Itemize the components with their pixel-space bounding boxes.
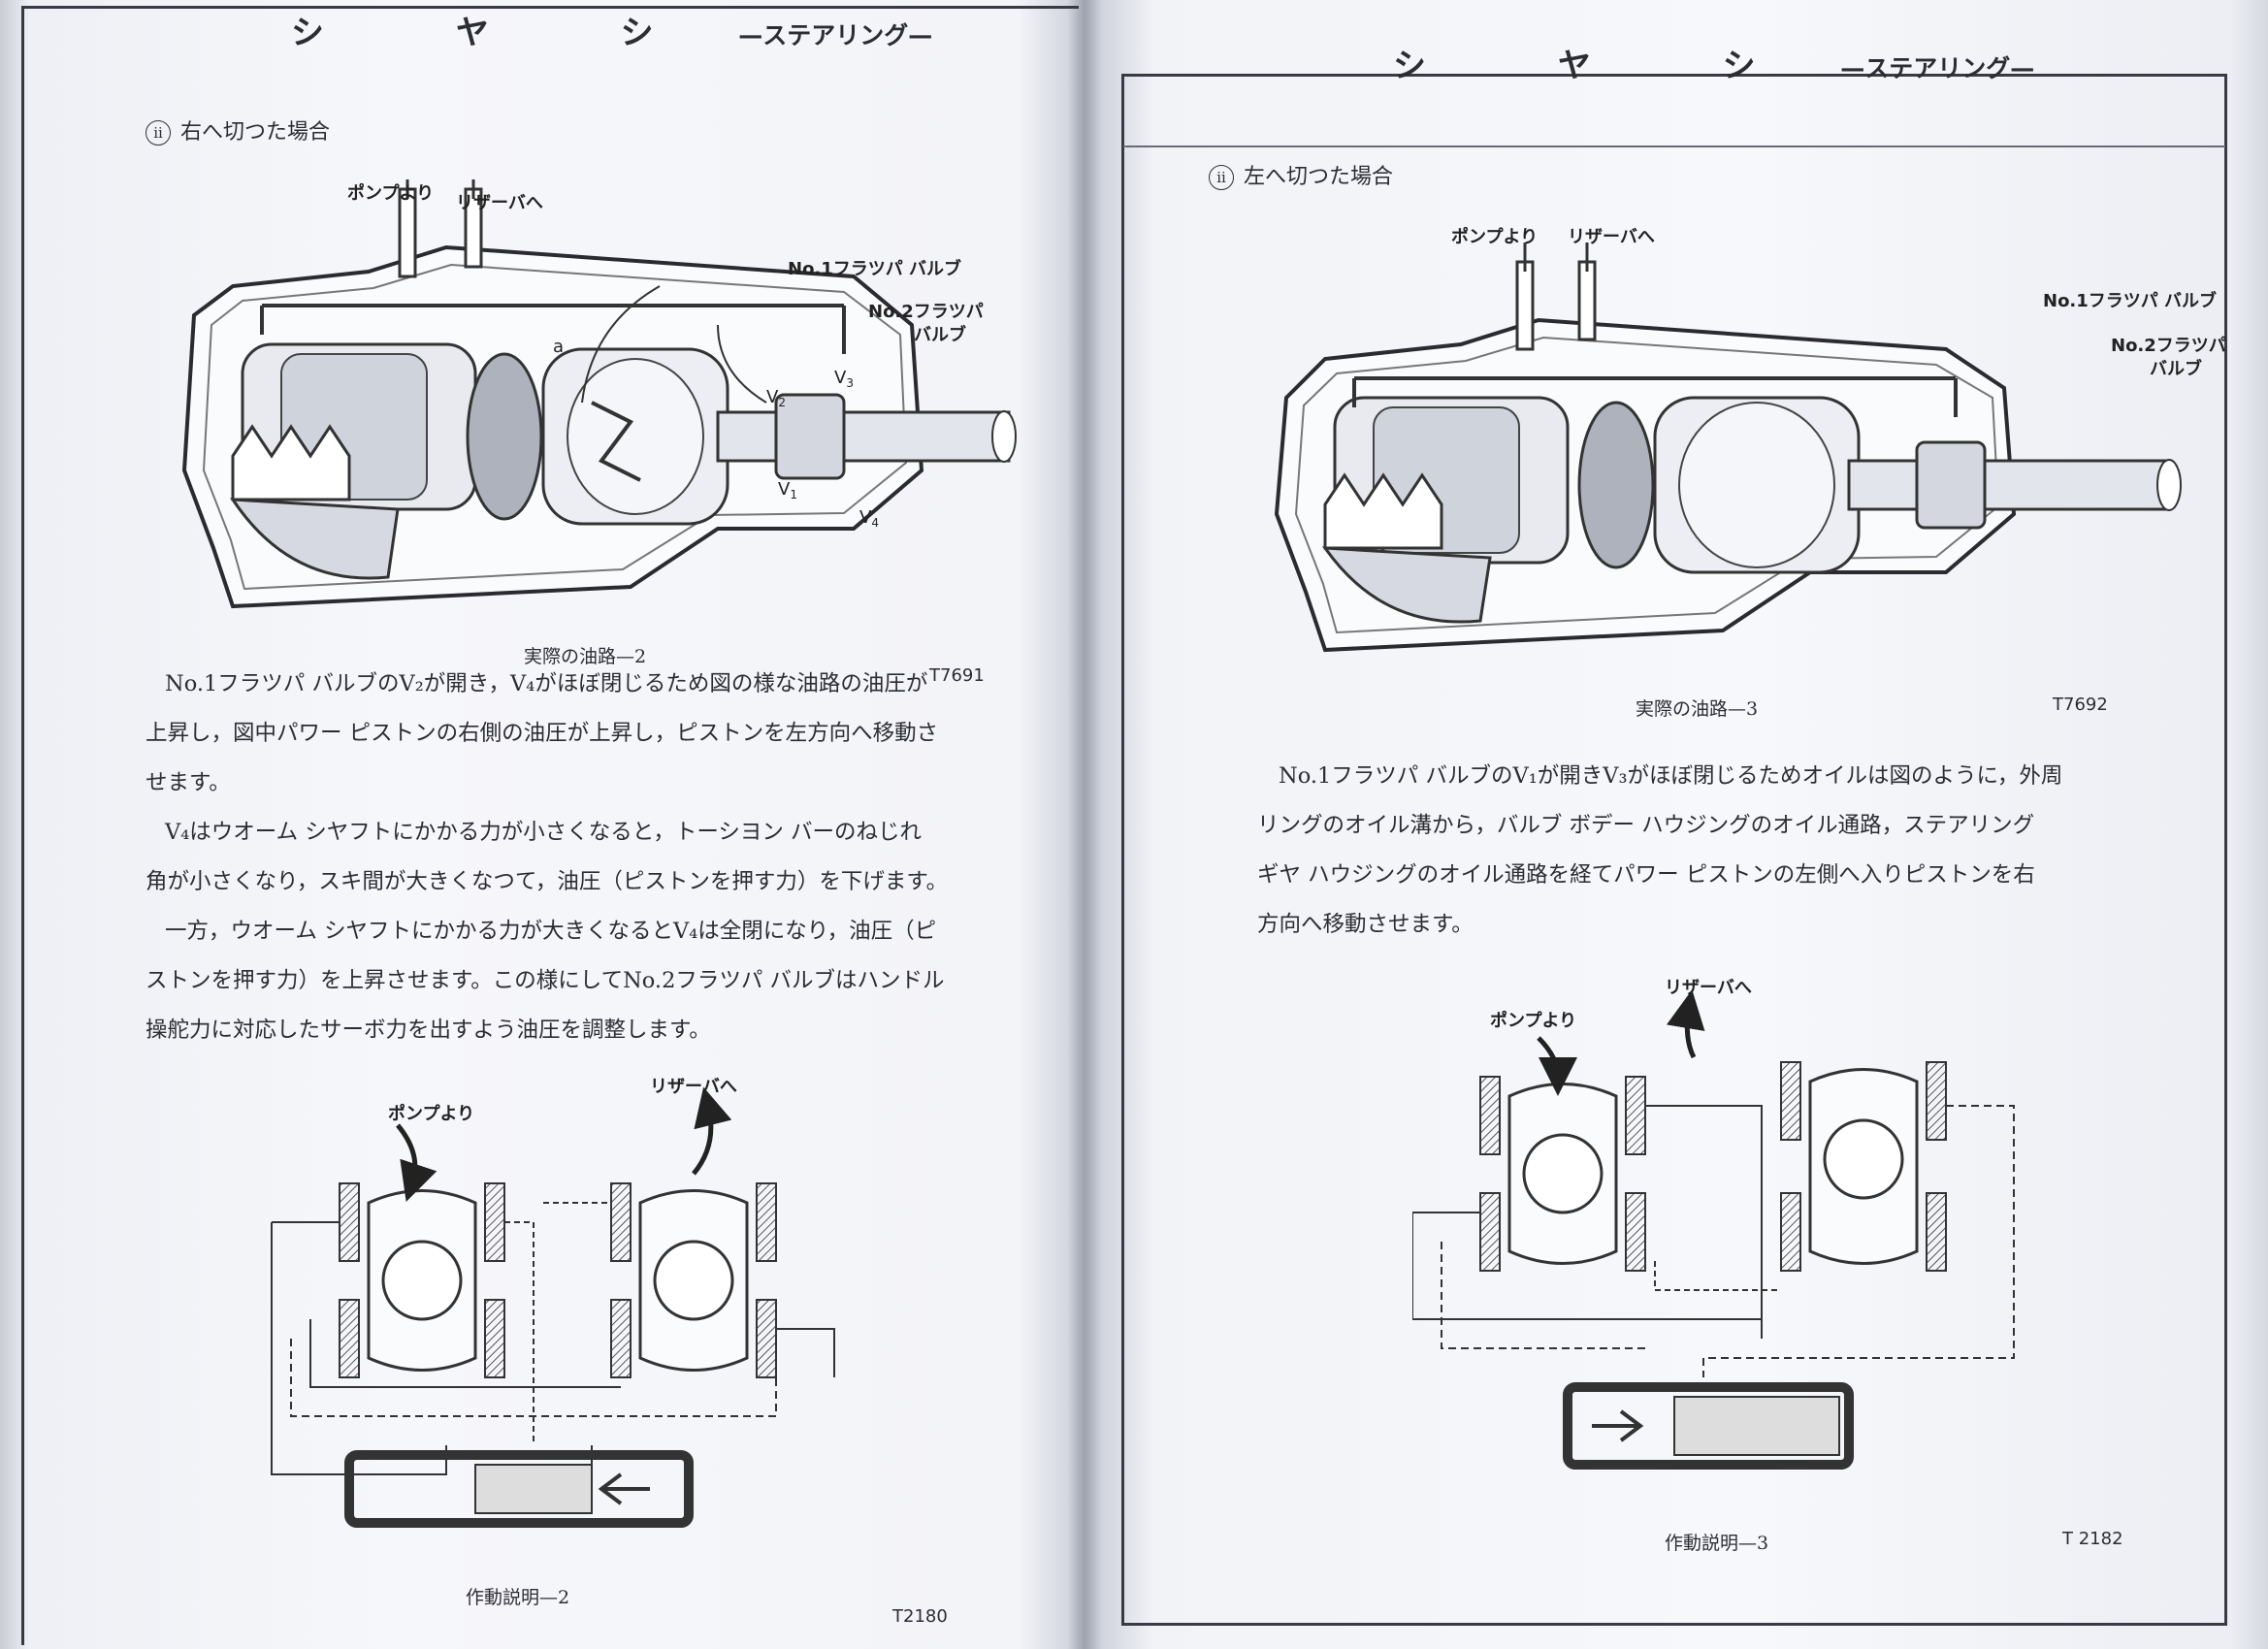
left-diagram1-no1-valve-label: No.1フラツパ バルブ xyxy=(788,258,961,279)
right-operation-schematic-diagram: ポンプより リザーバへ xyxy=(1412,978,2015,1470)
right-section-title: 左へ切つた場合 xyxy=(1244,165,1394,189)
right-page-header: シ ヤ シ —ステアリング— xyxy=(1393,39,2034,86)
right-section-marker: ii xyxy=(1209,165,1234,190)
right-paragraph-4: 方向へ移動させます。 xyxy=(1257,912,1474,937)
right-paragraph-3: ギヤ ハウジングのオイル通路を経てパワー ピストンの左側へ入りピストンを右 xyxy=(1257,862,2035,888)
right-diagram1-no2-valve-label-1: No.2フラツパ xyxy=(2111,336,2226,356)
left-header-subtitle: —ステアリング— xyxy=(738,21,933,49)
right-header-title: シ ヤ シ xyxy=(1393,47,1816,85)
left-diagram2-to-reservoir-label: リザーバへ xyxy=(650,1077,737,1097)
right-steering-gear-cutaway-diagram: ポンプより リザーバへ No.1フラツパ バルブ No.2フラツパ バルブ xyxy=(1274,226,2226,653)
left-page: シ ヤ シ —ステアリング— ii 右へ切つた場合 xyxy=(0,0,1083,1649)
left-paragraph-5: 角が小さくなり，スキ間が大きくなつて，油圧（ピストンを押す力）を下げます。 xyxy=(146,869,949,894)
right-diagram2-code: T 2182 xyxy=(2062,1529,2123,1549)
right-paragraph-2: リングのオイル溝から，バルブ ボデー ハウジングのオイル通路，ステアリング xyxy=(1257,813,2035,838)
left-diagram1-to-reservoir-label: リザーバへ xyxy=(456,193,543,213)
left-page-header: シ ヤ シ —ステアリング— xyxy=(291,6,932,53)
left-paragraph-2: 上昇し，図中パワー ピストンの右側の油圧が上昇し，ピストンを左方向へ移動さ xyxy=(146,721,939,746)
left-diagram1-caption: 実際の油路—2 xyxy=(524,646,647,667)
left-section-marker: ii xyxy=(146,120,171,146)
left-operation-schematic-diagram: ポンプより リザーバへ xyxy=(271,1077,835,1528)
left-header-title: シ ヤ シ xyxy=(291,14,714,52)
left-diagram1-v3-label: V3 xyxy=(834,368,854,390)
left-paragraph-4: V₄はウオーム シヤフトにかかる力が小さくなると，トーシヨン バーのねじれ xyxy=(165,820,923,845)
right-diagram1-no2-valve-label-2: バルブ xyxy=(2150,358,2202,379)
left-diagram2-caption: 作動説明—2 xyxy=(466,1587,570,1608)
left-steering-gear-cutaway-diagram: ポンプより リザーバへ No.1フラツパ バルブ No.2フラツパ バルブ a … xyxy=(181,179,1017,609)
left-diagram1-no2-valve-label-2: バルブ xyxy=(914,324,966,345)
left-diagram2-code: T2180 xyxy=(892,1606,948,1627)
right-diagram1-to-reservoir-label: リザーバへ xyxy=(1568,227,1655,247)
left-page-frame-side xyxy=(21,6,24,1645)
left-diagram1-v2-label: V2 xyxy=(766,387,786,409)
left-diagram1-from-pump-label: ポンプより xyxy=(347,182,434,204)
right-diagram2-caption: 作動説明—3 xyxy=(1665,1533,1769,1554)
right-header-subtitle: —ステアリング— xyxy=(1840,54,2035,82)
right-page: シ ヤ シ —ステアリング— ii 左へ切つた場合 ポンプより リザーバへ No.… xyxy=(1121,0,2268,1649)
right-page-header-rule xyxy=(1123,146,2225,147)
left-page-frame-top xyxy=(21,6,1079,9)
left-diagram1-code: T7691 xyxy=(929,665,985,686)
left-diagram1-no2-valve-label-1: No.2フラツパ xyxy=(868,302,984,322)
left-paragraph-1: No.1フラツパ バルブのV₂が開き，V₄がほぼ閉じるため図の様な油路の油圧が xyxy=(165,671,928,696)
left-section-heading: ii 右へ切つた場合 xyxy=(146,114,330,146)
right-body-text: No.1フラツパ バルブのV₁が開きV₃がほぼ閉じるためオイルは図のように，外周… xyxy=(1257,752,2227,950)
left-paragraph-8: 操舵力に対応したサーボ力を出すよう油圧を調整します。 xyxy=(146,1018,711,1043)
left-paragraph-7: ストンを押す力）を上昇させます。この様にしてNo.2フラツパ バルブはハンドル xyxy=(146,968,945,993)
left-diagram1-v4-label: V4 xyxy=(859,507,879,530)
right-diagram2-to-reservoir-label: リザーバへ xyxy=(1665,978,1752,998)
left-section-title: 右へ切つた場合 xyxy=(180,120,331,145)
right-diagram1-no1-valve-label: No.1フラツパ バルブ xyxy=(2043,290,2217,311)
right-diagram1-code: T7692 xyxy=(2053,695,2108,715)
left-diagram1-a-label: a xyxy=(553,337,564,357)
left-body-text: No.1フラツパ バルブのV₂が開き，V₄がほぼ閉じるため図の様な油路の油圧が … xyxy=(146,660,1057,1055)
left-diagram2-from-pump-label: ポンプより xyxy=(388,1103,474,1124)
right-paragraph-1: No.1フラツパ バルブのV₁が開きV₃がほぼ閉じるためオイルは図のように，外周 xyxy=(1279,763,2063,789)
right-diagram1-caption: 実際の油路—3 xyxy=(1636,698,1759,720)
right-page-frame xyxy=(1121,74,2227,1626)
left-paragraph-6: 一方，ウオーム シヤフトにかかる力が大きくなるとV₄は全閉になり，油圧（ピ xyxy=(165,919,937,944)
left-paragraph-3: せます。 xyxy=(146,770,231,795)
right-diagram2-from-pump-label: ポンプより xyxy=(1490,1010,1576,1031)
left-diagram1-v1-label: V1 xyxy=(778,479,797,501)
right-diagram1-from-pump-label: ポンプより xyxy=(1451,226,1538,247)
right-section-heading: ii 左へ切つた場合 xyxy=(1209,159,1393,190)
